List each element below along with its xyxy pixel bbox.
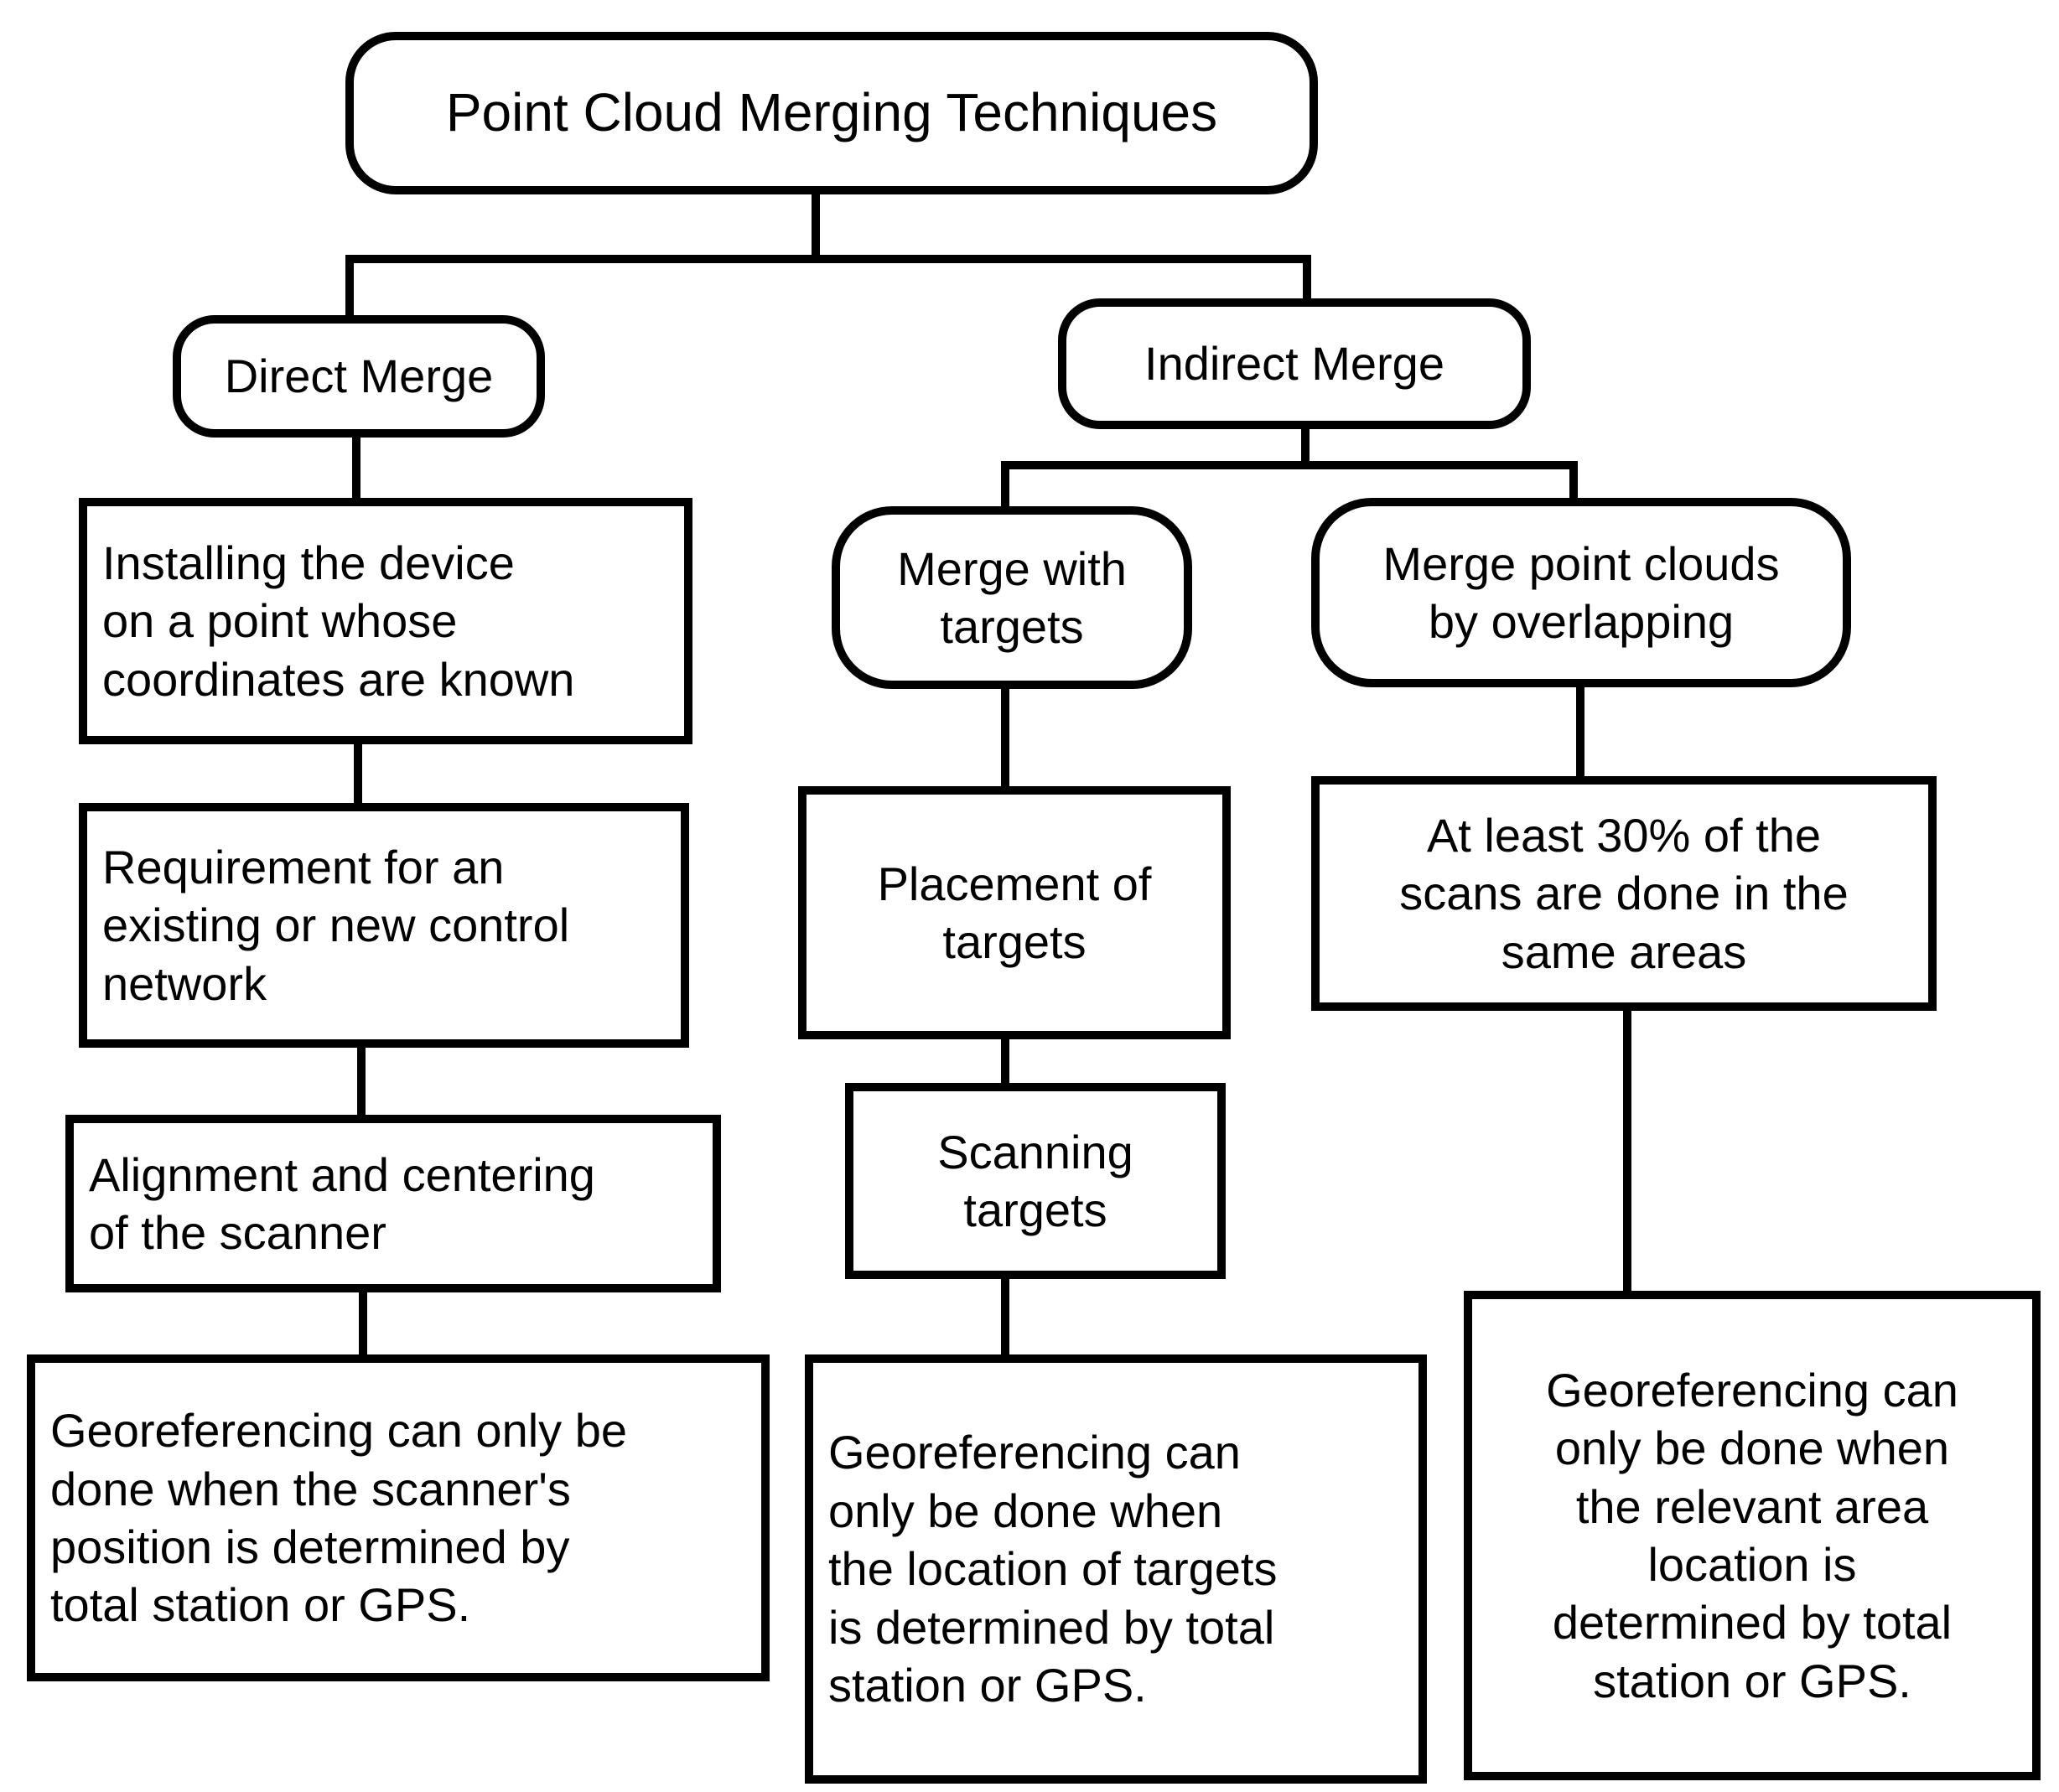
- edge-to-merge-with-targets: [1001, 461, 1009, 515]
- node-direct-merge: Direct Merge: [173, 315, 545, 438]
- edge-requirement-to-alignment: [357, 1044, 366, 1123]
- edge-scanning-to-georef: [1001, 1276, 1009, 1363]
- edge-indirect-stem: [1301, 426, 1310, 469]
- node-installing-device: Installing the device on a point whose c…: [79, 498, 692, 744]
- edge-alignment-to-georef: [359, 1289, 367, 1363]
- edge-root-stem: [812, 194, 820, 263]
- edge-to-direct-merge: [345, 255, 354, 324]
- edge-placement-to-scanning: [1001, 1036, 1009, 1091]
- node-overlap-30-percent-requirement: At least 30% of the scans are done in th…: [1311, 776, 1937, 1011]
- node-indirect-merge: Indirect Merge: [1058, 298, 1531, 429]
- node-georeferencing-targets: Georeferencing can only be done when the…: [805, 1354, 1427, 1784]
- edge-indirect-branch-line: [1001, 461, 1578, 469]
- node-merge-with-targets: Merge with targets: [832, 506, 1192, 689]
- node-merge-point-clouds-by-overlapping: Merge point clouds by overlapping: [1311, 498, 1851, 687]
- node-point-cloud-merging-techniques: Point Cloud Merging Techniques: [345, 32, 1318, 194]
- node-georeferencing-direct-merge: Georeferencing can only be done when the…: [27, 1354, 770, 1681]
- node-alignment-and-centering: Alignment and centering of the scanner: [65, 1115, 721, 1292]
- edge-overlap-req-to-georef: [1623, 1007, 1631, 1299]
- edge-to-indirect-merge: [1303, 255, 1311, 307]
- edge-to-merge-by-overlapping: [1569, 461, 1578, 506]
- node-scanning-targets: Scanning targets: [845, 1083, 1226, 1279]
- edge-top-branch-line: [345, 255, 1311, 263]
- edge-installing-to-requirement: [354, 741, 362, 811]
- edge-direct-to-installing: [352, 432, 360, 506]
- edge-mpc-to-overlap-req: [1576, 684, 1584, 785]
- node-placement-of-targets: Placement of targets: [798, 786, 1231, 1039]
- node-control-network-requirement: Requirement for an existing or new contr…: [79, 803, 689, 1048]
- node-georeferencing-overlap: Georeferencing can only be done when the…: [1464, 1291, 2041, 1780]
- edge-mwt-to-placement: [1001, 686, 1009, 795]
